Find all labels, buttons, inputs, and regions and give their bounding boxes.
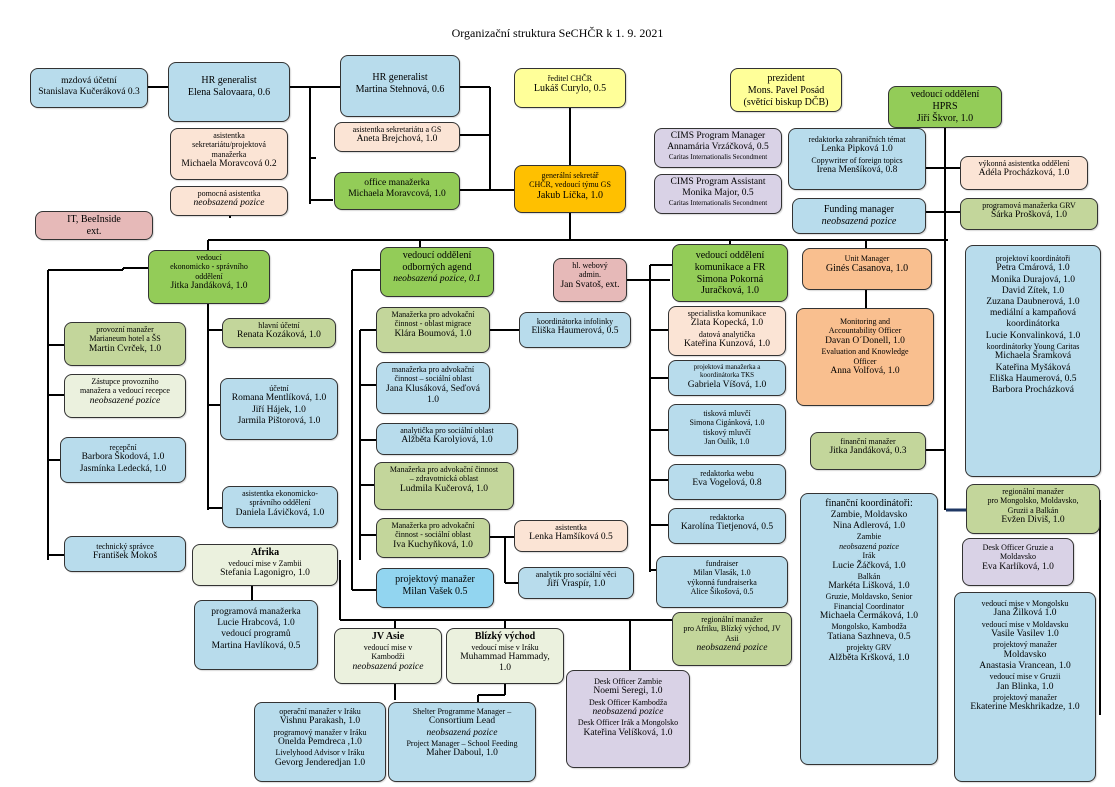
node-desk-officer-zambie: Desk Officer Zambie Noemi Seregi, 1.0 De… xyxy=(566,670,690,768)
node-cims-program-manager: CIMS Program Manager Annamária Vrzáčková… xyxy=(654,128,782,168)
node-vedouci-mise-mongolsko: vedoucí mise v Mongolsku Jana Žilková 1.… xyxy=(954,592,1096,782)
node-hr-generalist-2: HR generalist Martina Stehnová, 0.6 xyxy=(340,55,460,117)
node-analyticka-socialni: analytička pro sociální oblast Alžběta K… xyxy=(376,423,518,455)
node-vedouci-ekonomicko-spravniho: vedoucí ekonomicko - správního oddělení … xyxy=(148,250,270,304)
node-shelter-programme-manager: Shelter Programme Manager – Consortium L… xyxy=(388,702,536,782)
node-prezident: prezident Mons. Pavel Posád (světící bis… xyxy=(730,68,842,112)
node-hr-generalist-1: HR generalist Elena Salovaara, 0.6 xyxy=(168,62,290,122)
node-pomocna-asistentka: pomocná asistentka neobsazená pozice xyxy=(170,186,288,216)
node-generalni-sekretar: generální sekretář CHČR, vedoucí týmu GS… xyxy=(514,165,626,213)
node-cims-program-assistant: CIMS Program Assistant Monika Major, 0.5… xyxy=(654,174,782,214)
node-asistentka-gs: asistentka sekretariátu a GS Aneta Brejc… xyxy=(334,122,460,152)
node-office-manazerka: office manažerka Michaela Moravcová, 1.0 xyxy=(334,172,460,210)
node-regionalni-manazer-afrika: regionální manažer pro Afriku, Blízký vý… xyxy=(672,612,792,666)
node-redaktorka-zahranicnich-temat: redaktorka zahraničních témat Lenka Pipk… xyxy=(788,128,926,190)
node-vedouci-komunikace-fr: vedoucí oddělení komunikace a FR Simona … xyxy=(672,244,788,302)
node-analytik-socialni-veci: analytik pro sociální věci Jiří Vrasp­ír… xyxy=(518,567,634,599)
node-koordinatorka-infolinky: koordinátorka infolinky Eliška Haumerová… xyxy=(519,312,631,348)
node-advokacni-migrace: Manažerka pro advokační činnost - oblast… xyxy=(376,307,490,353)
node-blizky-vychod: Blízký východ vedoucí mise v Iráku Muham… xyxy=(446,628,564,684)
node-vedouci-hprs: vedoucí oddělení HPRS Jiří Škvor, 1.0 xyxy=(888,86,1002,128)
node-zastupce-provozniho: Zástupce provozního manažera a vedoucí r… xyxy=(64,374,186,418)
node-programova-manazerka-grv: programová manažerka GRV Šárka Prošková,… xyxy=(960,198,1098,230)
chart-title: Organizační struktura SeCHČR k 1. 9. 202… xyxy=(451,26,664,40)
node-redaktorka-tietjenova: redaktorka Karolína Tietjenová, 0.5 xyxy=(668,508,786,544)
node-programova-manazerka-afrika: programová manažerka Lucie Hrabcová, 1.0… xyxy=(194,600,318,670)
node-ucetni: účetní Romana Mentlíková, 1.0 Jiří Hájek… xyxy=(220,378,338,440)
node-tiskova-mluvci: tisková mluvčí Simona Cigánková, 1.0 tis… xyxy=(668,404,786,456)
node-afrika: Afrika vedoucí mise v Zambii Stefania La… xyxy=(192,544,338,586)
node-advokacni-zdravotnicka: Manažerka pro advokační činnost – zdravo… xyxy=(374,462,514,510)
node-regionalni-manazer-mongolsko: regionální manažer pro Mongolsko, Moldav… xyxy=(966,484,1100,534)
node-fundraiser: fundraiser Milan Vlasák, 1.0 výkonná fun… xyxy=(656,556,788,608)
node-redaktorka-webu: redaktorka webu Eva Vogelová, 0.8 xyxy=(668,464,786,500)
node-financni-manazer: finanční manažer Jitka Jandáková, 0.3 xyxy=(810,432,926,470)
node-projektovi-koordinatori: projektoví koordinátoři Petra Cmárová, 1… xyxy=(965,245,1101,477)
node-vedouci-odbornych-agend: vedoucí oddělení odborných agend neobsaz… xyxy=(380,247,494,297)
node-hl-webovy-admin: hl. webový admin. Jan Svatoš, ext. xyxy=(553,258,627,302)
node-projektovy-manazer-vasek: projektový manažer Milan Vašek 0.5 xyxy=(376,568,494,608)
node-asistentka-ekonomicko: asistentka ekonomicko- správního oddělen… xyxy=(222,486,338,528)
node-advokacni-socialni-2: Manažerka pro advokační činnost - sociál… xyxy=(376,518,490,558)
node-hlavni-ucetni: hlavní účetní Renata Kozáková, 1.0 xyxy=(222,318,336,348)
node-projektova-manazerka-tks: projektová manažerka a koordinátorka TKS… xyxy=(668,360,786,396)
node-unit-manager: Unit Manager Ginés Casanova, 1.0 xyxy=(802,248,932,290)
node-desk-officer-gruzie: Desk Officer Gruzie a Moldavsko Eva Karl… xyxy=(962,538,1074,586)
node-reditel-chcr: ředitel CHČR Lukáš Curylo, 0.5 xyxy=(514,68,626,108)
node-advokacni-socialni: manažerka pro advokační činnost – sociál… xyxy=(376,362,490,414)
node-asistentka-sekretariatu: asistentka sekretariátu/projektová manaž… xyxy=(170,128,288,180)
node-vykonna-asistentka: výkonná asistentka oddělení Adéla Prochá… xyxy=(960,156,1088,190)
node-monitoring-evaluation: Monitoring and Accountability Officer Da… xyxy=(796,308,934,406)
node-funding-manager: Funding manager neobsazená pozice xyxy=(792,198,926,234)
node-mzdova-ucetni: mzdová účetní Stanislava Kučeráková 0.3 xyxy=(30,68,148,108)
node-financni-koordinatori: finanční koordinátoři: Zambie, Moldavsko… xyxy=(800,493,938,765)
node-specialistka-komunikace: specialistka komunikace Zlata Kopecká, 1… xyxy=(668,306,786,356)
node-technicky-spravce: technický správce František Mokoš xyxy=(64,536,186,572)
node-jv-asie: JV Asie vedoucí mise v Kambodži neobsaze… xyxy=(334,628,442,684)
node-recepcni: recepční Barbora Škodová, 1.0 Jasmínka L… xyxy=(60,437,186,483)
node-it-beeinside: IT, BeeInside ext. xyxy=(35,211,153,240)
node-operacni-manazer-irak: operační manažer v Iráku Vishnu Parakash… xyxy=(254,702,386,782)
node-provozni-manazer: provozní manažer Marianeum hotel a ŠS Ma… xyxy=(64,322,186,366)
node-asistentka-hamsikova: asistentka Lenka Hamšíková 0.5 xyxy=(514,520,628,552)
